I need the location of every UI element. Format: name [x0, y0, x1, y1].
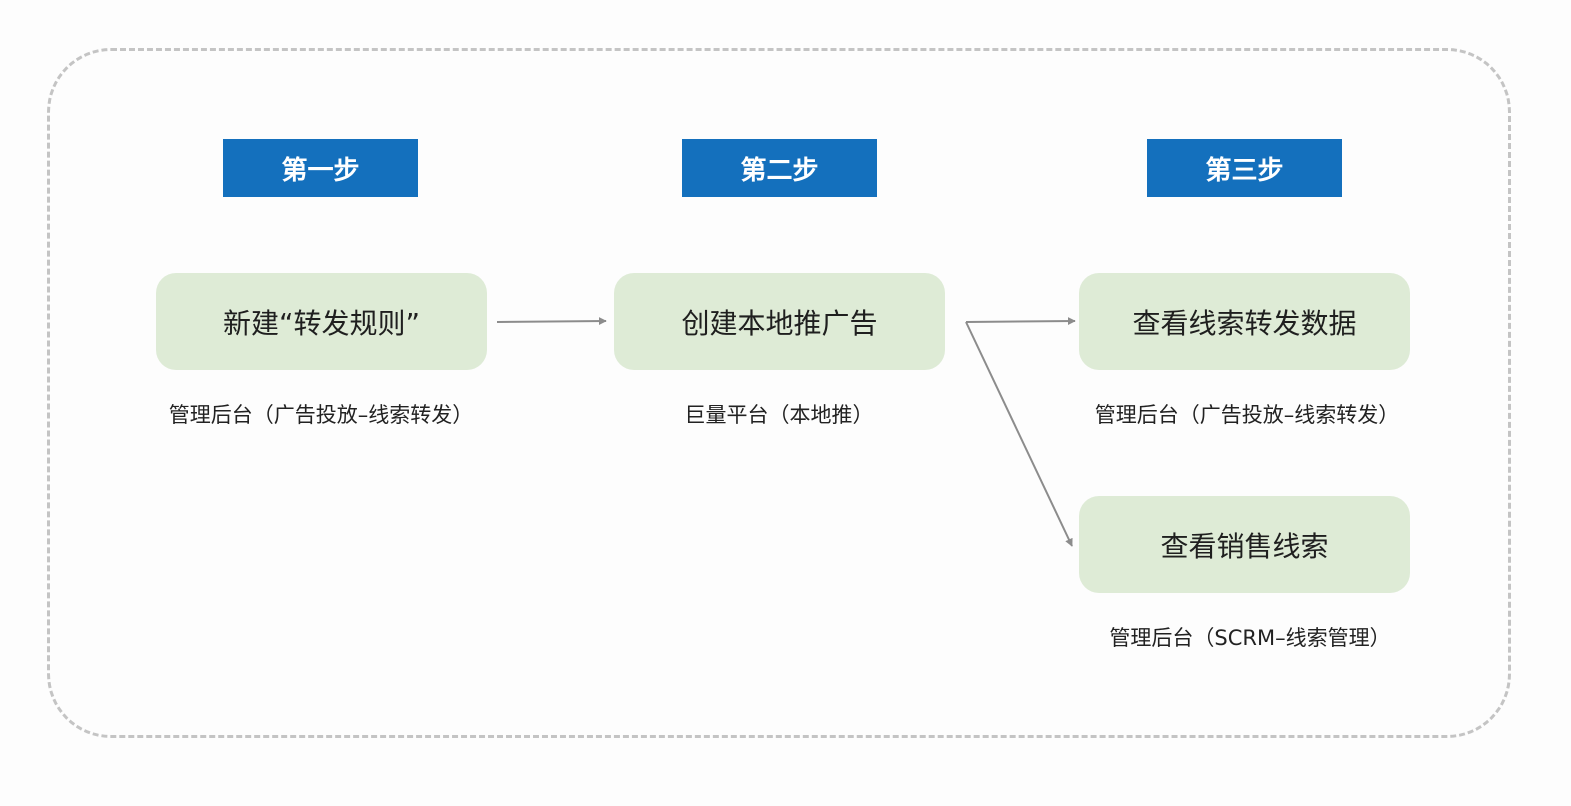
- caption-view-forward-data: 管理后台（广告投放–线索转发）: [1094, 403, 1400, 427]
- caption-view-sales-leads: 管理后台（SCRM–线索管理）: [1109, 626, 1391, 650]
- arrow-step2-to-forward-data: [965, 317, 1076, 326]
- step-header-1: 第一步: [223, 139, 418, 197]
- caption-new-forward-rule: 管理后台（广告投放–线索转发）: [168, 403, 474, 427]
- node-create-local-ad-label: 创建本地推广告: [681, 306, 878, 340]
- node-view-forward-data: 查看线索转发数据: [1079, 273, 1410, 370]
- node-new-forward-rule-label: 新建“转发规则”: [222, 306, 420, 340]
- arrow-step1-to-step2: [496, 317, 607, 326]
- node-view-forward-data-label: 查看线索转发数据: [1132, 306, 1357, 340]
- node-view-sales-leads-label: 查看销售线索: [1160, 529, 1329, 563]
- arrow-step2-to-sales-leads: [965, 321, 1073, 547]
- step-header-3: 第三步: [1147, 139, 1342, 197]
- node-new-forward-rule: 新建“转发规则”: [156, 273, 487, 370]
- caption-create-local-ad: 巨量平台（本地推）: [684, 403, 874, 427]
- node-create-local-ad: 创建本地推广告: [614, 273, 945, 370]
- dashed-frame: [47, 48, 1511, 738]
- step-header-2: 第二步: [682, 139, 877, 197]
- node-view-sales-leads: 查看销售线索: [1079, 496, 1410, 593]
